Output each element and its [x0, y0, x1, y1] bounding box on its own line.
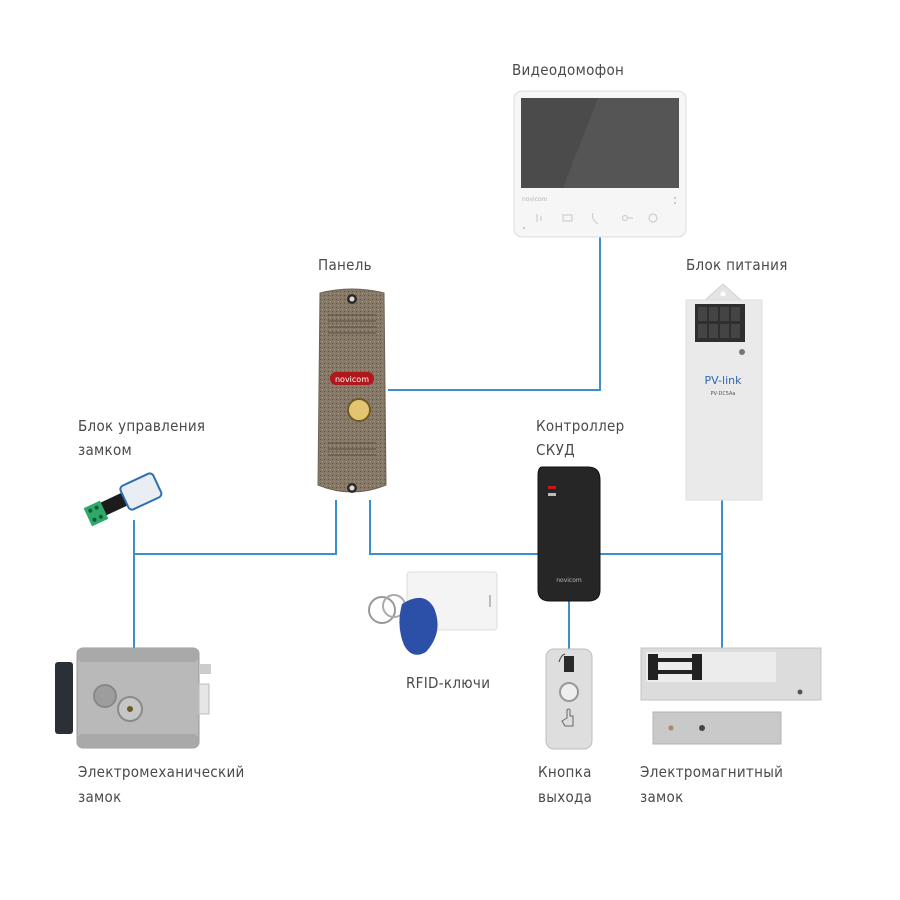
monitor-icon — [562, 214, 573, 222]
electromag-lock-label-2: замок — [640, 788, 684, 806]
power-supply[interactable]: PV-link PV-DC5Aa — [685, 282, 765, 502]
hand-icon — [561, 708, 574, 727]
controller-label-2: СКУД — [536, 441, 575, 459]
call-button[interactable] — [347, 398, 371, 422]
wire-lock-controller-down — [133, 520, 135, 648]
rfid-keys[interactable] — [362, 570, 502, 665]
armature-plate — [652, 711, 782, 745]
settings-icon — [648, 213, 658, 223]
exit-button-label-1: Кнопка — [538, 763, 592, 781]
access-controller[interactable]: novicom — [536, 466, 602, 602]
intercom-icon — [536, 214, 542, 222]
wire-intercom-down — [599, 236, 601, 390]
panel-brand: novicom — [335, 375, 369, 384]
psu-label: Блок питания — [686, 256, 788, 274]
wire-panel-left-down — [335, 500, 337, 555]
wire-psu-down — [721, 500, 723, 648]
electromech-lock-label-2: замок — [78, 788, 122, 806]
rfid-fob — [399, 597, 438, 655]
rfid-label: RFID-ключи — [406, 674, 491, 692]
lock-controller-label-2: замком — [78, 441, 133, 459]
electromagnetic-lock[interactable] — [640, 646, 825, 746]
exit-push-button — [559, 682, 579, 702]
wire-controller-to-exit-button — [568, 600, 570, 650]
video-intercom[interactable]: novicom — [513, 90, 687, 238]
lock-controller-label-1: Блок управления — [78, 417, 206, 435]
wire-intercom-to-panel — [388, 389, 601, 391]
lock-control-unit[interactable] — [80, 470, 170, 530]
electromechanical-lock[interactable] — [55, 646, 215, 752]
psu-model: PV-DC5Aa — [711, 391, 736, 397]
wire-panel-right-down — [369, 500, 371, 555]
call-panel[interactable]: novicom — [314, 285, 390, 500]
electromech-lock-label-1: Электромеханический — [78, 763, 245, 781]
door-icon — [564, 656, 574, 672]
status-led-red — [548, 486, 556, 489]
controller-brand: novicom — [556, 577, 582, 584]
intercom-label: Видеодомофон — [512, 61, 625, 79]
psu-brand: PV-link — [705, 374, 743, 387]
exit-button-label-2: выхода — [538, 788, 593, 806]
status-led-white — [548, 493, 556, 496]
exit-button[interactable] — [545, 648, 593, 750]
wire-panel-to-controller — [369, 553, 539, 555]
controller-label-1: Контроллер — [536, 417, 625, 435]
wire-controller-to-psu — [600, 553, 723, 555]
electromag-lock-label-1: Электромагнитный — [640, 763, 784, 781]
wire-panel-to-lock-controller — [133, 553, 337, 555]
panel-label: Панель — [318, 256, 372, 274]
phone-icon — [591, 212, 599, 225]
intercom-brand: novicom — [522, 196, 548, 203]
